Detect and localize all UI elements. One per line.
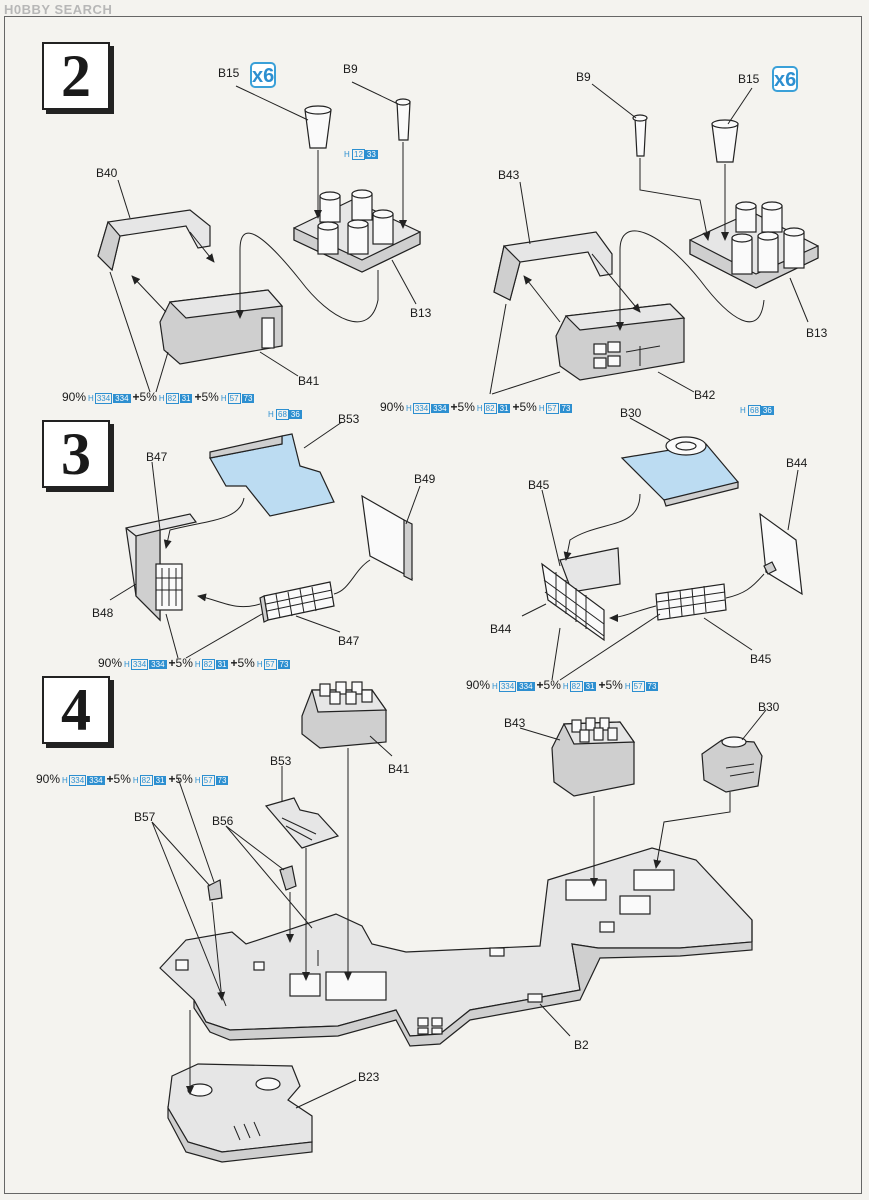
b56-part xyxy=(279,865,297,891)
part-label: B45 xyxy=(750,652,772,666)
step2-right-assembly xyxy=(489,83,819,395)
part-label: B13 xyxy=(410,306,432,320)
part-label: B45 xyxy=(528,478,550,492)
step-number-3: 3 xyxy=(42,420,110,488)
part-label: B47 xyxy=(338,634,360,648)
part-label: B48 xyxy=(92,606,114,620)
part-label: B56 xyxy=(212,814,234,828)
b44-plate-part xyxy=(759,512,803,596)
part-label: B40 xyxy=(96,166,118,180)
b57-part xyxy=(207,879,223,901)
part-label: B44 xyxy=(786,456,808,470)
b30-block-part xyxy=(701,739,763,793)
step3-right-assembly xyxy=(521,417,803,681)
step2-left-assembly xyxy=(97,81,421,393)
page-frame xyxy=(4,16,862,1194)
part-label: B41 xyxy=(298,374,320,388)
part-label: B41 xyxy=(388,762,410,776)
part-label: B9 xyxy=(576,70,591,84)
b15-tube-part-right xyxy=(711,123,739,163)
part-label: B42 xyxy=(694,388,716,402)
b44-grille-part xyxy=(541,562,605,642)
part-label: B43 xyxy=(504,716,526,730)
part-label: B57 xyxy=(134,810,156,824)
quantity-badge: x6 xyxy=(250,62,276,88)
step3-left-assembly xyxy=(109,421,421,659)
step-number-4: 4 xyxy=(42,676,110,744)
part-label: B30 xyxy=(620,406,642,420)
part-label: B43 xyxy=(498,168,520,182)
part-label: B9 xyxy=(343,62,358,76)
b53-small-part xyxy=(264,797,340,849)
b13-cylinders xyxy=(317,189,394,255)
part-label: B15 xyxy=(738,72,760,86)
part-label: B53 xyxy=(338,412,360,426)
part-label: B23 xyxy=(358,1070,380,1084)
part-label: B30 xyxy=(758,700,780,714)
watermark-logo: H0BBY SEARCH xyxy=(4,2,113,17)
quantity-badge: x6 xyxy=(772,66,798,92)
part-label: B13 xyxy=(806,326,828,340)
b47-grille-part xyxy=(263,581,335,621)
b9-pin-part-right xyxy=(634,117,647,157)
step-number-2: 2 xyxy=(42,42,110,110)
b9-pin-part xyxy=(396,101,411,141)
part-label: B47 xyxy=(146,450,168,464)
b45-frame-part xyxy=(559,547,621,593)
b15-tube-part xyxy=(304,109,332,149)
part-label: B2 xyxy=(574,1038,589,1052)
b45-grille-part xyxy=(655,583,727,621)
part-label: B15 xyxy=(218,66,240,80)
step4-assembly xyxy=(151,681,767,1163)
part-label: B53 xyxy=(270,754,292,768)
part-label: B49 xyxy=(414,472,436,486)
part-label: B44 xyxy=(490,622,512,636)
